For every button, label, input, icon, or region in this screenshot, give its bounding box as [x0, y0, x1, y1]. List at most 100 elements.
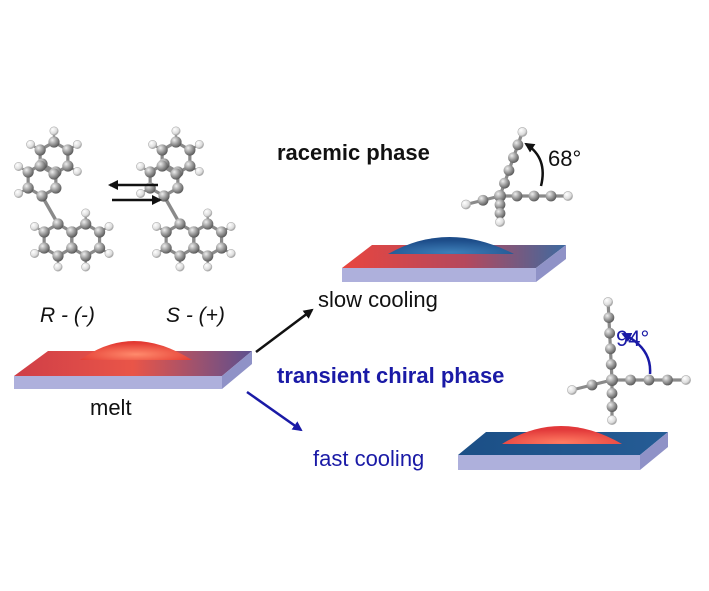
carbon-atom [586, 379, 598, 391]
carbon-atom [80, 250, 92, 262]
carbon-atom [66, 242, 78, 254]
hydrogen-atom [607, 415, 617, 425]
racemic-conformer-model [461, 127, 573, 227]
carbon-atom [22, 182, 34, 194]
hydrogen-atom [194, 140, 204, 150]
hydrogen-atom [567, 385, 577, 395]
carbon-atom [606, 374, 618, 386]
racemic-droplet [388, 237, 514, 254]
carbon-atom [606, 401, 618, 413]
hydrogen-atom [104, 222, 114, 232]
carbon-atom [202, 218, 214, 230]
hydrogen-atom [104, 249, 114, 259]
hydrogen-atom [14, 162, 24, 172]
hydrogen-atom [72, 140, 82, 150]
hydrogen-atom [152, 249, 162, 259]
carbon-atom [215, 226, 228, 238]
racemic-phase-label: racemic phase [277, 140, 430, 165]
hydrogen-atom [72, 167, 82, 177]
hydrogen-atom [495, 217, 505, 227]
hydrogen-atom [226, 249, 236, 259]
carbon-atom [188, 226, 200, 238]
carbon-atom [625, 374, 636, 386]
angle-arc-94 [621, 332, 652, 375]
slow-cooling-label: slow cooling [318, 287, 438, 312]
chiral-slab-front [458, 455, 640, 470]
carbon-atom [605, 359, 617, 370]
carbon-atom [170, 136, 182, 148]
carbon-atom [156, 160, 168, 172]
hydrogen-atom [81, 262, 91, 272]
fast-cooling-arrow [246, 390, 303, 432]
carbon-atom [643, 374, 655, 386]
carbon-atom [494, 199, 506, 211]
hydrogen-atom [517, 127, 528, 137]
carbon-atom [48, 168, 60, 180]
hydrogen-atom [171, 126, 181, 136]
carbon-atom [174, 250, 186, 262]
hydrogen-atom [14, 189, 24, 199]
melt-slab-top [14, 351, 252, 376]
hydrogen-atom [175, 262, 185, 272]
melt-droplet [80, 341, 192, 360]
carbon-atom [545, 190, 557, 202]
carbon-atom [511, 190, 523, 202]
hydrogen-atom [136, 189, 146, 199]
carbon-atom [494, 207, 506, 219]
hydrogen-atom [203, 262, 213, 272]
carbon-atom [174, 218, 186, 230]
carbon-atom [93, 242, 106, 254]
carbon-atom [50, 182, 62, 194]
carbon-atom [215, 242, 228, 254]
hydrogen-atom [136, 162, 146, 172]
carbon-atom [158, 190, 170, 202]
hydrogen-atom [203, 208, 213, 218]
hydrogen-atom [226, 222, 236, 232]
carbon-atom [160, 226, 172, 238]
carbon-atom [528, 190, 540, 202]
racemic-slab-front [342, 268, 536, 282]
s-enantiomer-label: S - (+) [166, 304, 225, 327]
carbon-atom [62, 144, 74, 156]
chiral-droplet [502, 426, 622, 444]
hydrogen-atom [563, 191, 573, 201]
carbon-atom [605, 343, 616, 355]
hydrogen-atom [53, 262, 63, 272]
carbon-atom [144, 166, 156, 178]
r-enantiomer-label: R - (-) [40, 304, 95, 327]
carbon-atom [36, 190, 48, 202]
chiral-slab-side [640, 432, 668, 470]
melt-slab [14, 341, 252, 389]
chiral-slab [458, 426, 668, 470]
carbon-atom [34, 160, 46, 172]
carbon-atom [188, 242, 200, 254]
carbon-atom [604, 327, 616, 339]
carbon-atom [184, 160, 196, 172]
hydrogen-atom [603, 297, 613, 307]
hydrogen-atom [152, 222, 162, 232]
molecule-models [14, 126, 691, 425]
carbon-atom [494, 190, 506, 202]
hydrogen-atom [194, 167, 204, 177]
hydrogen-atom [30, 222, 40, 232]
carbon-atom [52, 250, 64, 262]
hydrogen-atom [26, 140, 36, 150]
carbon-atom [170, 168, 182, 180]
hydrogen-atom [81, 208, 91, 218]
carbon-atom [499, 177, 510, 189]
melt-slab-front [14, 376, 222, 389]
fast-cooling-label: fast cooling [313, 446, 425, 471]
chiral-conformer-model [567, 297, 691, 425]
s-binaphthyl-molecule [136, 126, 236, 272]
hydrogen-atom [30, 249, 40, 259]
hydrogen-atom [681, 375, 691, 385]
transient-chiral-phase-label: transient chiral phase [277, 363, 505, 388]
carbon-atom [160, 242, 172, 254]
hydrogen-atom [148, 140, 158, 150]
carbon-atom [48, 136, 60, 148]
carbon-atom [62, 160, 74, 172]
carbon-atom [66, 226, 78, 238]
carbon-atom [38, 226, 50, 238]
melt-label: melt [90, 395, 132, 420]
